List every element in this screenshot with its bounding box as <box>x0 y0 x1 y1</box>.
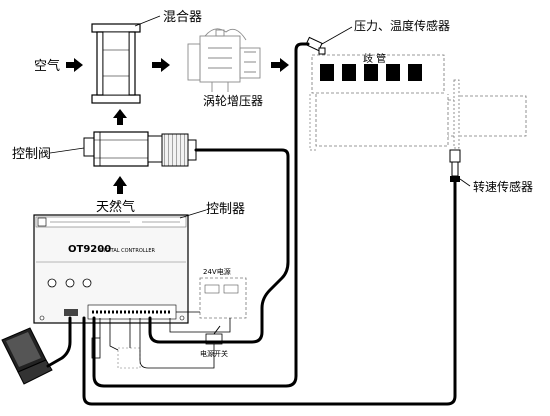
mixer <box>91 23 141 104</box>
air-label: 空气 <box>34 58 60 74</box>
mount-screw-1 <box>39 315 45 321</box>
arrow-turbo-to-manifold <box>271 58 289 72</box>
power-supply-24v: 24V电源 <box>199 267 247 319</box>
speed-sensor-leader <box>459 178 471 187</box>
control-valve-label: 控制阀 <box>12 147 51 162</box>
turbocharger <box>187 28 261 92</box>
turbocharger-label: 涡轮增压器 <box>203 94 263 108</box>
comm-port <box>64 309 78 316</box>
controller: OT9200 DIGITAL CONTROLLER <box>33 214 189 324</box>
pressure-sensor-leader <box>321 26 353 45</box>
manifold <box>311 54 445 94</box>
pressure-temp-sensor <box>305 36 326 55</box>
natural-gas-label: 天然气 <box>96 199 135 215</box>
power-24v-label: 24V电源 <box>203 267 231 276</box>
engine-outline <box>315 94 527 147</box>
controller-label: 控制器 <box>206 202 245 217</box>
speed-sensor <box>449 79 461 182</box>
arrow-valve-to-mixer <box>113 109 127 125</box>
indicator-led-2 <box>65 278 75 288</box>
mixer-leader <box>134 15 161 27</box>
controller-model: OT9200 <box>68 244 111 255</box>
arrow-air-to-mixer <box>66 58 83 72</box>
controller-leader <box>179 209 207 219</box>
controller-subtitle: DIGITAL CONTROLLER <box>100 248 155 254</box>
laptop <box>1 327 53 385</box>
speed-sensor-label: 转速传感器 <box>473 179 533 194</box>
engine-outline-inner <box>309 94 318 151</box>
pressure-temp-sensor-label: 压力、温度传感器 <box>354 18 450 33</box>
thin-wiring <box>99 311 231 369</box>
control-valve <box>83 131 197 167</box>
arrow-mixer-to-turbo <box>152 58 170 72</box>
arrow-gas-to-valve <box>113 176 127 194</box>
indicator-led-1 <box>47 278 57 288</box>
wiring <box>46 42 457 406</box>
indicator-led-3 <box>82 278 92 288</box>
ignition-module <box>91 337 141 369</box>
mixer-label: 混合器 <box>163 10 202 25</box>
control-valve-leader <box>49 147 85 154</box>
mount-screw-2 <box>179 315 185 321</box>
manifold-label: 歧 管 <box>363 52 386 65</box>
